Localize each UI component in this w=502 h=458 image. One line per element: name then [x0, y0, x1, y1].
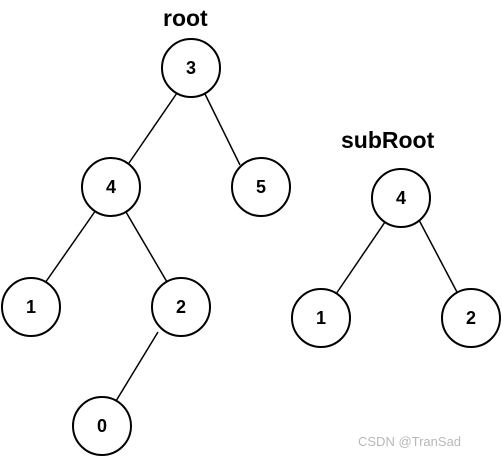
- node-circle: [81, 157, 141, 217]
- edge-2-0: [115, 331, 159, 402]
- node-circle: [441, 288, 501, 348]
- node-label: 1: [316, 308, 326, 328]
- node-circle: [151, 277, 211, 337]
- root-node-1: 1: [1, 277, 61, 337]
- root-node-3: 3: [161, 38, 221, 98]
- subroot-node-4: 4: [371, 168, 431, 228]
- node-label: 1: [26, 297, 36, 317]
- root-node-5: 5: [231, 157, 291, 217]
- subroot-node-2: 2: [441, 288, 501, 348]
- root-node-4: 4: [81, 157, 141, 217]
- root-node-0: 0: [72, 396, 132, 456]
- edge-4-1: [44, 209, 97, 284]
- node-label: 3: [186, 58, 196, 78]
- watermark-text: CSDN @TranSad: [358, 434, 461, 449]
- edge-3-4: [128, 92, 178, 164]
- sub-edge-4-1: [335, 221, 386, 295]
- subroot-node-1: 1: [291, 288, 351, 348]
- edge-3-5: [204, 93, 241, 166]
- node-label: 2: [176, 297, 186, 317]
- node-label: 5: [256, 177, 266, 197]
- node-circle: [1, 277, 61, 337]
- sub-edge-4-2: [418, 219, 459, 295]
- node-circle: [72, 396, 132, 456]
- root-title: root: [163, 5, 208, 31]
- node-label: 2: [466, 308, 476, 328]
- subroot-title: subRoot: [341, 127, 435, 153]
- node-circle: [291, 288, 351, 348]
- node-circle: [161, 38, 221, 98]
- node-circle: [371, 168, 431, 228]
- root-node-2: 2: [151, 277, 211, 337]
- node-circle: [231, 157, 291, 217]
- node-label: 0: [97, 416, 107, 436]
- node-label: 4: [396, 188, 406, 208]
- edge-4-2: [125, 211, 168, 283]
- node-label: 4: [106, 177, 116, 197]
